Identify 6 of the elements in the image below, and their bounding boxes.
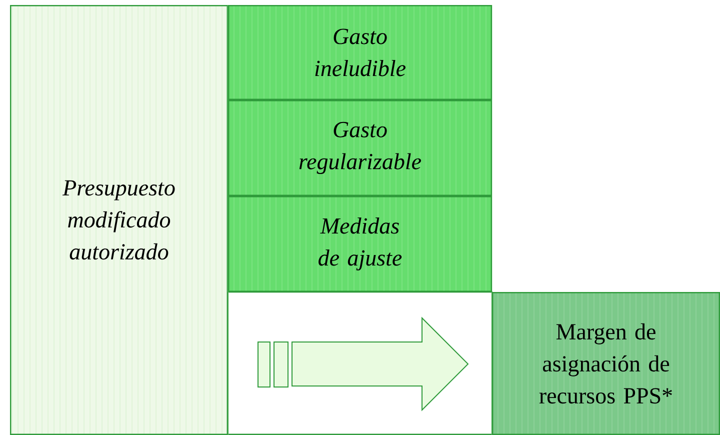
margin-box: Margen de asignación de recursos PPS* — [492, 292, 720, 435]
budget-box: Presupuesto modificado autorizado — [10, 4, 228, 435]
category-box: Medidas de ajuste — [228, 196, 492, 292]
category-box: Gasto regularizable — [228, 100, 492, 196]
block-arrow — [258, 316, 469, 412]
category-box: Gasto ineludible — [228, 4, 492, 100]
